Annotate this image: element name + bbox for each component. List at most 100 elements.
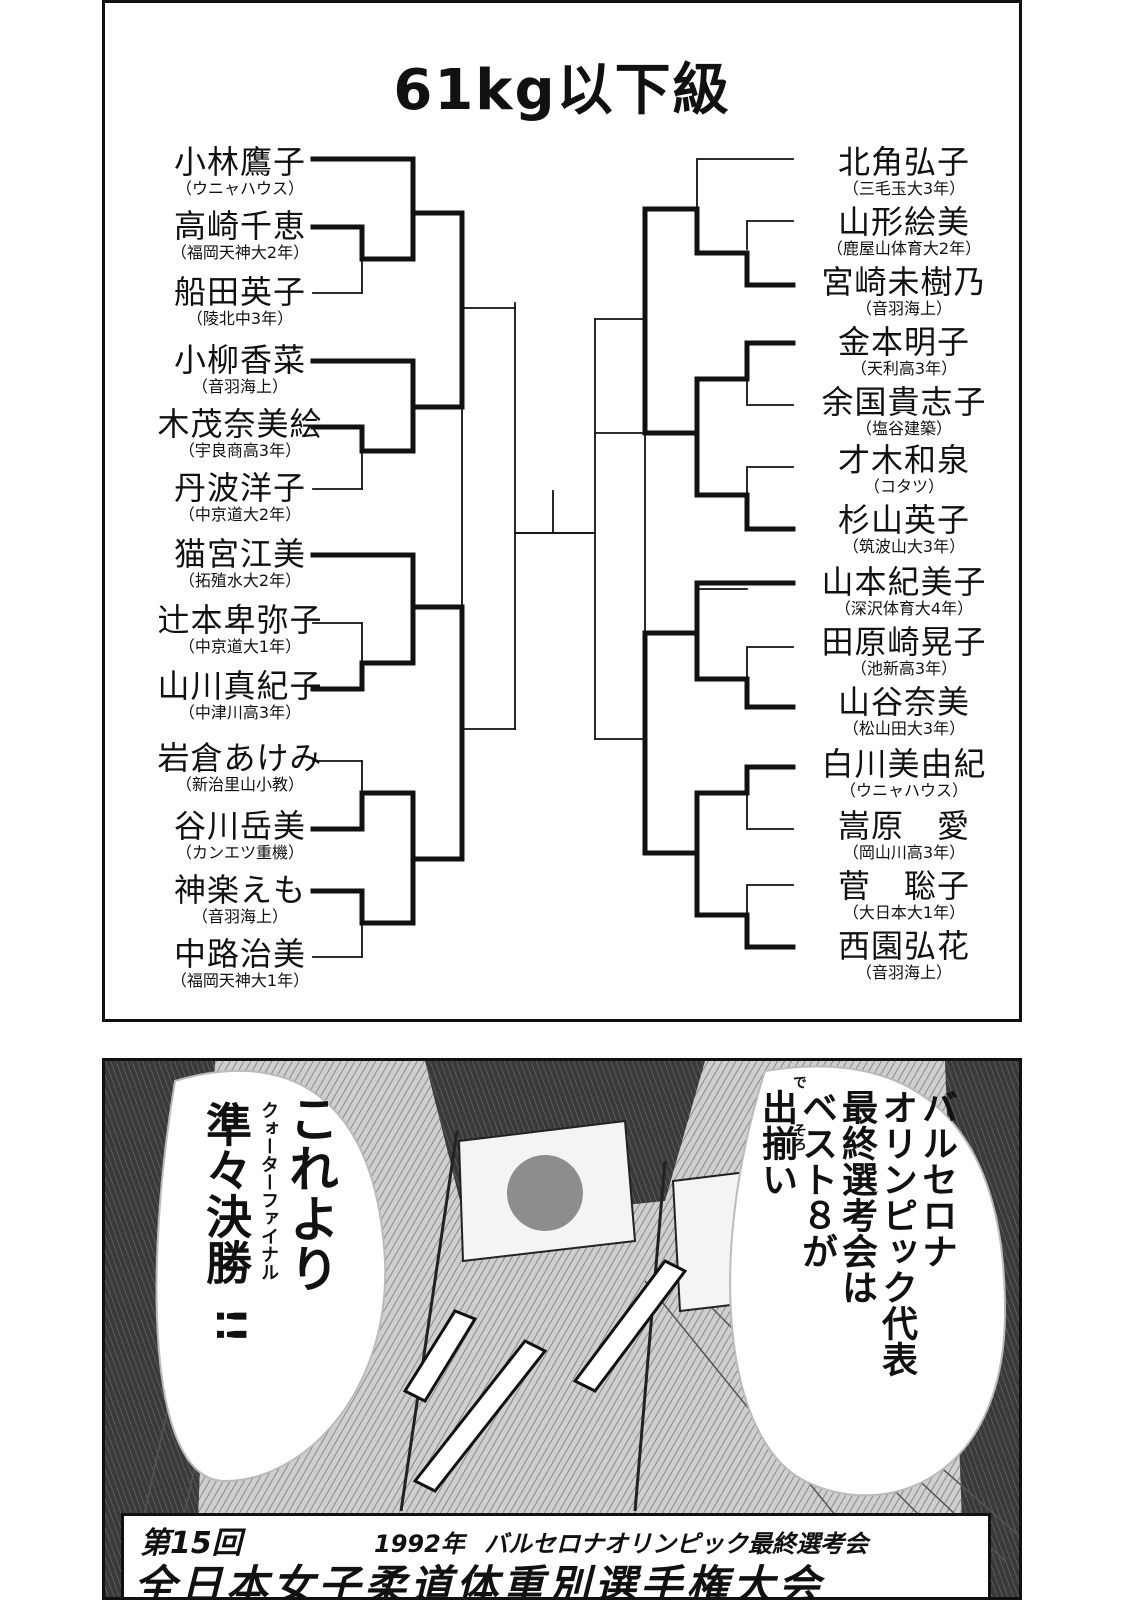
player-name: 北角弘子 bbox=[837, 143, 970, 181]
player-team: （中津川高3年） bbox=[178, 703, 302, 722]
player-team: （音羽海上） bbox=[855, 299, 952, 318]
player-team: （福岡天神大2年） bbox=[170, 243, 310, 262]
player-team: （岡山川高3年） bbox=[842, 843, 966, 862]
flag-pole-left bbox=[399, 1130, 459, 1512]
event-caption: 第15回 1992年 バルセロナオリンピック最終選考会 全日本女子柔道体重別選手… bbox=[121, 1513, 991, 1600]
bubble-right-line1: バルセロナ bbox=[916, 1089, 957, 1269]
flag-sun bbox=[507, 1155, 583, 1231]
player-name: 岩倉あけみ bbox=[157, 739, 323, 777]
arena-illustration bbox=[105, 1061, 1019, 1597]
player-left-3: 船田英子（陵北中3年） bbox=[125, 275, 355, 329]
bubble-right-line3: 最終選考会は bbox=[836, 1089, 877, 1305]
flag-pole-right bbox=[633, 1160, 667, 1512]
player-right-5: 余国貴志子（塩谷建築） bbox=[789, 385, 1019, 439]
player-right-14: 西園弘花（音羽海上） bbox=[789, 929, 1019, 983]
player-team: （天利高3年） bbox=[850, 359, 958, 378]
player-team: （福岡天神大1年） bbox=[170, 971, 310, 990]
player-left-4: 小柳香菜（音羽海上） bbox=[125, 343, 355, 397]
player-team: （コタツ） bbox=[863, 477, 944, 496]
player-name: 中路治美 bbox=[173, 935, 306, 973]
player-left-1: 小林鷹子（ウニャハウス） bbox=[125, 145, 355, 199]
player-name: 山谷奈美 bbox=[837, 683, 970, 721]
player-team: （宇良商高3年） bbox=[178, 441, 302, 460]
ruby-soro: そろ bbox=[791, 1123, 807, 1151]
player-name: 宮崎未樹乃 bbox=[821, 263, 987, 301]
player-name: 船田英子 bbox=[173, 273, 306, 311]
caption-edition: 第15回 bbox=[140, 1526, 242, 1561]
player-name: 猫宮江美 bbox=[173, 535, 306, 573]
bubble-right-line5: 出揃い bbox=[756, 1089, 797, 1197]
player-left-5: 木茂奈美絵（宇良商高3年） bbox=[125, 407, 355, 461]
player-right-6: 才木和泉（コタツ） bbox=[789, 443, 1019, 497]
player-right-9: 田原崎晃子（池新高3年） bbox=[789, 625, 1019, 679]
player-name: 山川真紀子 bbox=[157, 667, 323, 705]
player-team: （カンエツ重機） bbox=[175, 843, 304, 862]
caption-year: 1992年 bbox=[374, 1530, 465, 1558]
player-name: 神楽えも bbox=[173, 871, 306, 909]
player-team: （中京道大2年） bbox=[178, 505, 302, 524]
player-name: 杉山英子 bbox=[837, 501, 970, 539]
player-right-11: 白川美由紀（ウニャハウス） bbox=[789, 747, 1019, 801]
player-team: （深沢体育大4年） bbox=[834, 599, 974, 618]
player-name: 辻本卑弥子 bbox=[157, 601, 323, 639]
player-team: （ウニャハウス） bbox=[175, 179, 304, 198]
player-left-10: 岩倉あけみ（新治里山小教） bbox=[125, 741, 355, 795]
player-name: 山形絵美 bbox=[837, 203, 970, 241]
player-name: 丹波洋子 bbox=[173, 469, 306, 507]
player-team: （音羽海上） bbox=[191, 907, 288, 926]
player-team: （松山田大3年） bbox=[842, 719, 966, 738]
player-team: （陵北中3年） bbox=[186, 309, 294, 328]
player-right-8: 山本紀美子（深沢体育大4年） bbox=[789, 565, 1019, 619]
player-left-12: 神楽えも（音羽海上） bbox=[125, 873, 355, 927]
player-right-10: 山谷奈美（松山田大3年） bbox=[789, 685, 1019, 739]
player-name: 西園弘花 bbox=[837, 927, 970, 965]
speech-bubble-left bbox=[155, 1069, 387, 1483]
player-team: （音羽海上） bbox=[855, 963, 952, 982]
player-left-13: 中路治美（福岡天神大1年） bbox=[125, 937, 355, 991]
bubble-left-line2: 準々決勝 bbox=[199, 1101, 253, 1285]
player-team: （池新高3年） bbox=[850, 659, 958, 678]
speech-bubble-right bbox=[729, 1065, 1007, 1497]
player-left-7: 猫宮江美（拓殖水大2年） bbox=[125, 537, 355, 591]
player-name: 才木和泉 bbox=[837, 441, 970, 479]
player-name: 嵩原 愛 bbox=[837, 807, 970, 845]
player-right-12: 嵩原 愛（岡山川高3年） bbox=[789, 809, 1019, 863]
bracket-title: 61kg以下級 bbox=[393, 58, 731, 123]
player-name: 金本明子 bbox=[837, 323, 970, 361]
bubble-left-line3: !! bbox=[207, 1307, 253, 1344]
bubble-left-line1: これより bbox=[281, 1093, 339, 1293]
player-team: （新治里山小教） bbox=[175, 775, 304, 794]
player-name: 木茂奈美絵 bbox=[157, 405, 323, 443]
player-left-2: 高崎千恵（福岡天神大2年） bbox=[125, 209, 355, 263]
player-team: （鹿屋山体育大2年） bbox=[826, 239, 982, 258]
bracket-panel: 61kg以下級 bbox=[102, 0, 1022, 1022]
bubble-right-line2: オリンピック代表 bbox=[876, 1089, 917, 1377]
caption-event: バルセロナオリンピック最終選考会 bbox=[484, 1530, 868, 1558]
player-right-7: 杉山英子（筑波山大3年） bbox=[789, 503, 1019, 557]
player-name: 高崎千恵 bbox=[173, 207, 306, 245]
player-right-13: 菅 聡子（大日本大1年） bbox=[789, 869, 1019, 923]
caption-title: 全日本女子柔道体重別選手権大会 bbox=[134, 1561, 825, 1600]
player-right-3: 宮崎未樹乃（音羽海上） bbox=[789, 265, 1019, 319]
player-team: （筑波山大3年） bbox=[842, 537, 966, 556]
player-name: 田原崎晃子 bbox=[821, 623, 987, 661]
player-team: （塩谷建築） bbox=[855, 419, 952, 438]
player-name: 小柳香菜 bbox=[173, 341, 306, 379]
player-left-8: 辻本卑弥子（中京道大1年） bbox=[125, 603, 355, 657]
player-team: （中京道大1年） bbox=[178, 637, 302, 656]
player-name: 小林鷹子 bbox=[173, 143, 306, 181]
player-left-9: 山川真紀子（中津川高3年） bbox=[125, 669, 355, 723]
player-right-4: 金本明子（天利高3年） bbox=[789, 325, 1019, 379]
player-left-11: 谷川岳美（カンエツ重機） bbox=[125, 809, 355, 863]
bubble-right-line4: ベスト８が bbox=[796, 1089, 837, 1269]
bubble-left-ruby: クォーターファイナル bbox=[258, 1101, 279, 1281]
bracket-lines bbox=[310, 156, 796, 958]
player-team: （三毛玉大3年） bbox=[842, 179, 966, 198]
player-team: （音羽海上） bbox=[191, 377, 288, 396]
player-name: 白川美由紀 bbox=[821, 745, 987, 783]
player-name: 山本紀美子 bbox=[821, 563, 987, 601]
player-right-2: 山形絵美（鹿屋山体育大2年） bbox=[789, 205, 1019, 259]
player-team: （ウニャハウス） bbox=[839, 781, 968, 800]
arena-scene-panel: これより クォーターファイナル 準々決勝 !! バルセロナ オリンピック代表 最… bbox=[102, 1058, 1022, 1600]
player-name: 余国貴志子 bbox=[821, 383, 987, 421]
